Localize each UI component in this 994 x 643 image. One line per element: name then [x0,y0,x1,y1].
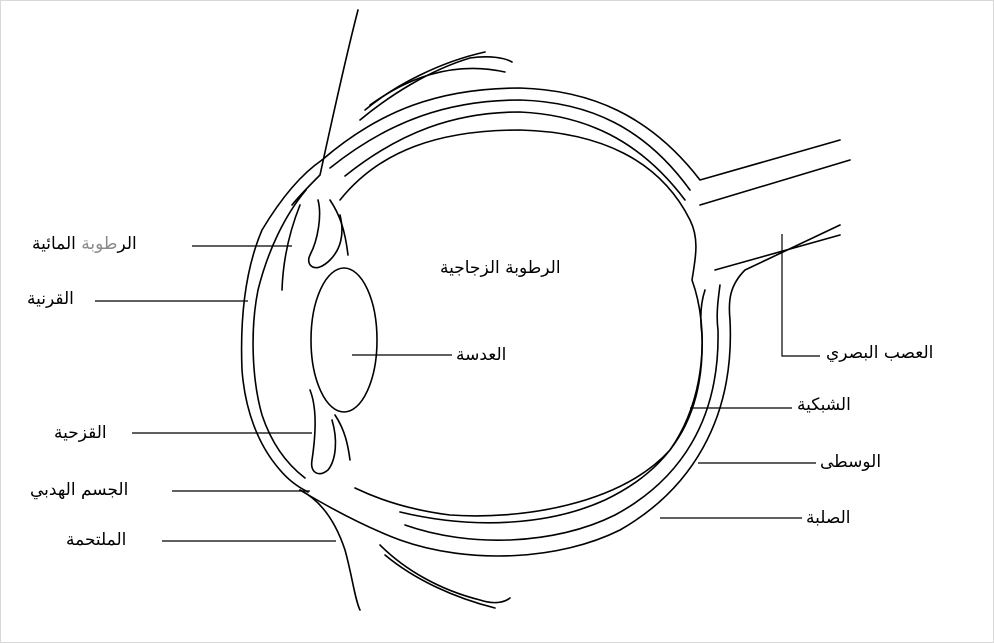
vitreous-boundary [340,130,702,516]
label-iris: القزحية [54,425,107,442]
choroid-layer [330,100,690,190]
choroid-lower [405,285,720,540]
sclera-outer-lower [300,225,840,556]
iris-lower [310,390,335,474]
label-choroid: الوسطى [820,454,881,471]
label-cornea: القرنية [27,291,74,308]
iris-upper [309,200,342,268]
label-conjunctiva: الملتحمة [66,532,126,549]
label-sclera: الصلبة [806,510,851,527]
lower-muscle [380,545,510,603]
label-optic-nerve: العصب البصري [826,345,933,362]
upper-muscle-3 [370,68,505,105]
anterior-chamber [282,205,300,290]
upper-eyelid-outline [292,10,358,205]
label-retina: الشبكية [797,397,851,414]
retina-layer [345,112,685,200]
retina-lower [400,290,705,523]
optic-nerve-upper [700,160,850,205]
ciliary-lower [335,415,350,460]
sclera-outer [322,88,840,180]
label-lens: العدسة [456,347,506,364]
lens [311,268,377,412]
leader-optic-nerve [782,234,820,356]
optic-nerve-lower [715,235,840,270]
label-ciliary-body: الجسم الهدبي [30,482,128,499]
label-aqueous-humor: الرطوبة المائية [32,236,137,253]
label-vitreous-humor: الرطوبة الزجاجية [440,260,561,277]
